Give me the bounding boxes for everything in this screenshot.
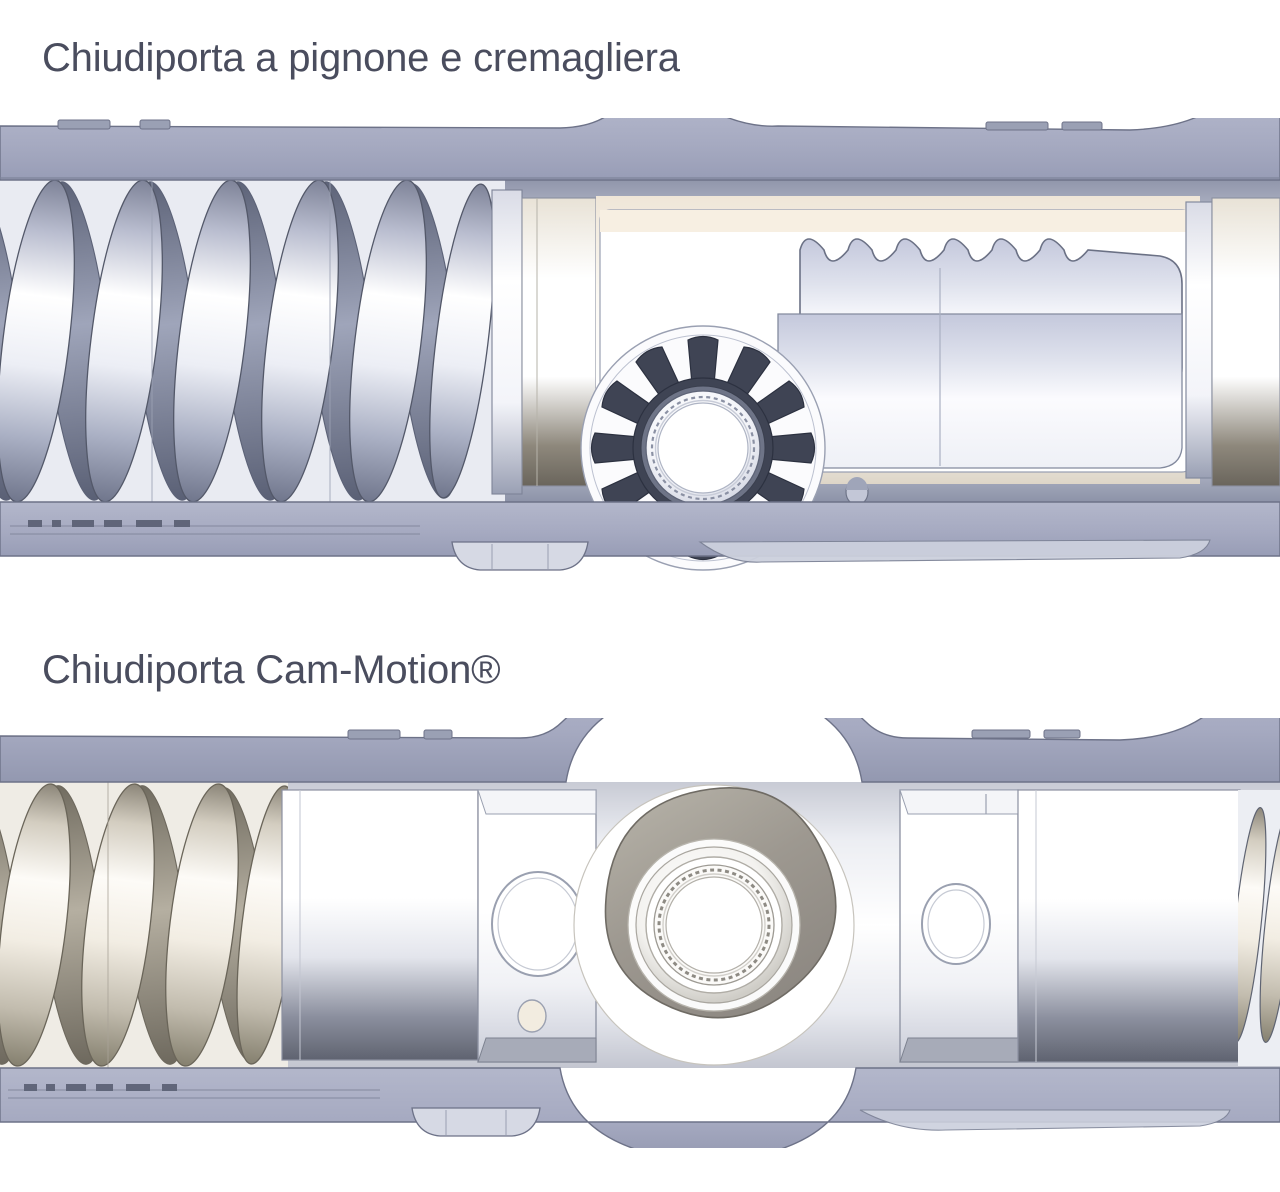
cam-left-rod [281,789,479,1061]
cam-shaft-splines [657,868,771,982]
cam-housing-bottom [0,1067,1280,1148]
rack-housing-top [0,118,1280,181]
rack-chamber-end-cap [1185,197,1280,487]
rack-spring-retainer [491,189,597,495]
cam-upper-arch-void [566,724,862,782]
cam-piston-vent-hole [517,999,547,1033]
cam-piston-left [477,789,597,1063]
figure-title-cam-motion: Chiudiporta Cam-Motion® [42,648,501,692]
figure-rack-pinion-closer [0,118,1280,586]
rack-closing-spring [0,180,505,502]
cam-right-rod [1017,789,1241,1063]
cam-closing-spring [0,782,288,1068]
rack-valve-port [845,477,869,506]
rack-toothed-piston [777,238,1183,506]
cam-mounting-boss [411,1107,541,1137]
cam-lobe [573,784,855,1066]
rack-pinion-splines [650,395,756,501]
cam-piston-right [899,789,1019,1063]
cam-damping-spring [1238,790,1280,1066]
rack-section-detail-lines [10,520,420,535]
cam-section-detail-lines [8,1084,380,1099]
rack-housing-bottom [0,501,1280,571]
figure-title-rack-pinion: Chiudiporta a pignone e cremagliera [42,36,680,80]
cam-housing-top [0,718,1280,783]
rack-lower-detail-band [0,516,1280,542]
figure-cam-motion-closer [0,718,1280,1148]
rack-mounting-boss [451,541,589,571]
